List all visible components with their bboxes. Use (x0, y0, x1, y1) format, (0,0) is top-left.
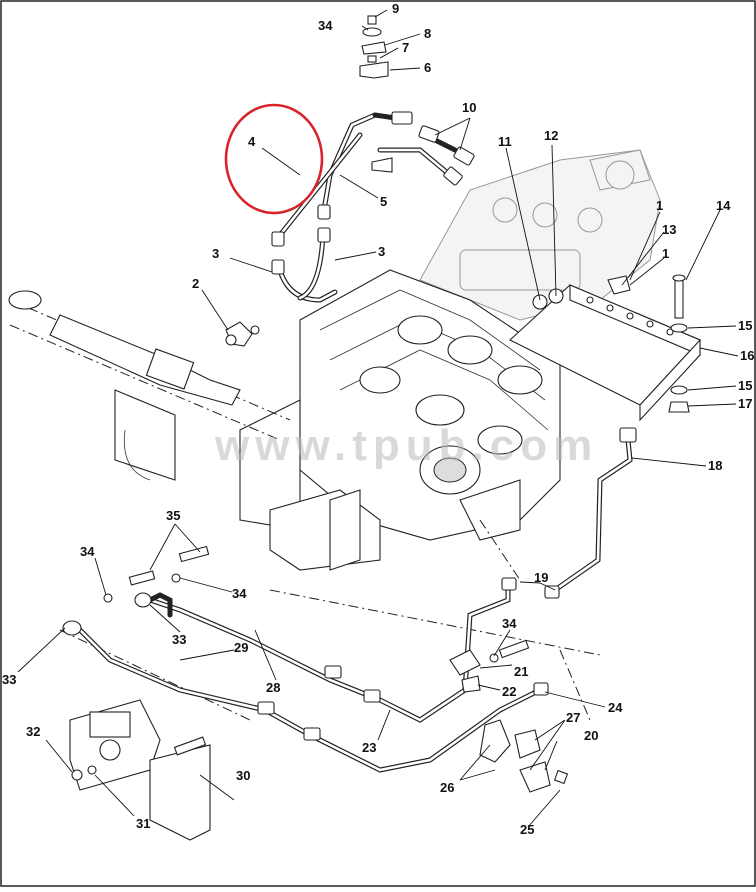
callout-3-left: 3 (212, 246, 219, 261)
callout-12: 12 (544, 128, 558, 143)
callout-19: 19 (534, 570, 548, 585)
callout-6: 6 (424, 60, 431, 75)
callout-2: 2 (192, 276, 199, 291)
callout-13: 13 (662, 222, 676, 237)
elbow-fitting (225, 321, 260, 347)
callout-9: 9 (392, 1, 399, 16)
callout-20: 20 (584, 728, 598, 743)
callout-4: 4 (248, 134, 256, 149)
callout-1-lower: 1 (662, 246, 669, 261)
callout-11: 11 (498, 134, 512, 149)
pump-assembly (69, 699, 211, 841)
callout-26: 26 (440, 780, 454, 795)
callout-33-mid: 33 (172, 632, 186, 647)
left-shaft-housing (8, 290, 241, 481)
callout-15-top: 15 (738, 318, 752, 333)
callout-21: 21 (514, 664, 528, 679)
callout-33-left: 33 (2, 672, 16, 687)
clamps-lower (479, 719, 569, 793)
leader-lines (17, 9, 739, 828)
callout-labels: 9 34 8 7 6 10 4 5 3 3 2 11 12 1 13 1 14 … (2, 1, 754, 837)
callout-34-mid: 34 (232, 586, 247, 601)
callout-27: 27 (566, 710, 580, 725)
tube-lower-18 (544, 427, 637, 599)
callout-17: 17 (738, 396, 752, 411)
callout-31: 31 (136, 816, 150, 831)
engine-block (239, 269, 561, 571)
bolt-19 (489, 639, 530, 663)
callout-7: 7 (402, 40, 409, 55)
callout-10: 10 (462, 100, 476, 115)
callout-23: 23 (362, 740, 376, 755)
callout-5: 5 (380, 194, 387, 209)
bracket-plate (509, 275, 701, 422)
callout-16: 16 (740, 348, 754, 363)
callout-34-top: 34 (318, 18, 333, 33)
callout-18: 18 (708, 458, 722, 473)
hose-assembly-upper (271, 111, 475, 303)
callout-29: 29 (234, 640, 248, 655)
callout-3-right: 3 (378, 244, 385, 259)
callout-35: 35 (166, 508, 180, 523)
callout-22: 22 (502, 684, 516, 699)
watermark: www.tpub.com (214, 421, 598, 470)
clip-21-22 (449, 649, 481, 693)
callout-15-bottom: 15 (738, 378, 752, 393)
callout-28: 28 (266, 680, 280, 695)
bolts-upper-left (103, 545, 210, 603)
callout-30: 30 (236, 768, 250, 783)
tube-network-lower (62, 577, 549, 773)
callout-32: 32 (26, 724, 40, 739)
callout-24: 24 (608, 700, 623, 715)
highlight-circle (224, 103, 324, 215)
callout-34-left: 34 (80, 544, 95, 559)
callout-8: 8 (424, 26, 431, 41)
callout-1-top: 1 (656, 198, 663, 213)
callout-14: 14 (716, 198, 731, 213)
clamp-stack (359, 15, 389, 79)
callout-25: 25 (520, 822, 534, 837)
bolt-washer-nut-stack (668, 274, 690, 413)
engine-background-ghost (419, 149, 661, 321)
callout-34-right: 34 (502, 616, 517, 631)
